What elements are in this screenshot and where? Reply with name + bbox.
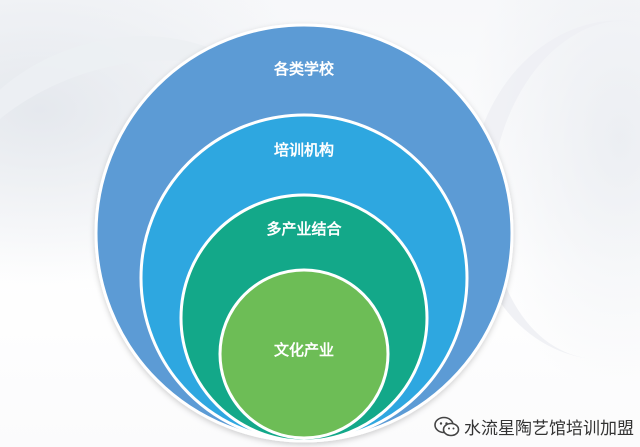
watermark: 水流星陶艺馆培训加盟: [434, 414, 634, 439]
ring-label-training: 培训机构: [274, 141, 334, 159]
ring-label-schools: 各类学校: [273, 60, 335, 78]
ring-label-culture: 文化产业: [274, 341, 334, 359]
ring-label-multi-industry: 多产业结合: [266, 220, 342, 238]
watermark-text: 水流星陶艺馆培训加盟: [464, 419, 634, 439]
wechat-icon: [434, 416, 460, 436]
ring-culture-industry: [218, 268, 390, 440]
